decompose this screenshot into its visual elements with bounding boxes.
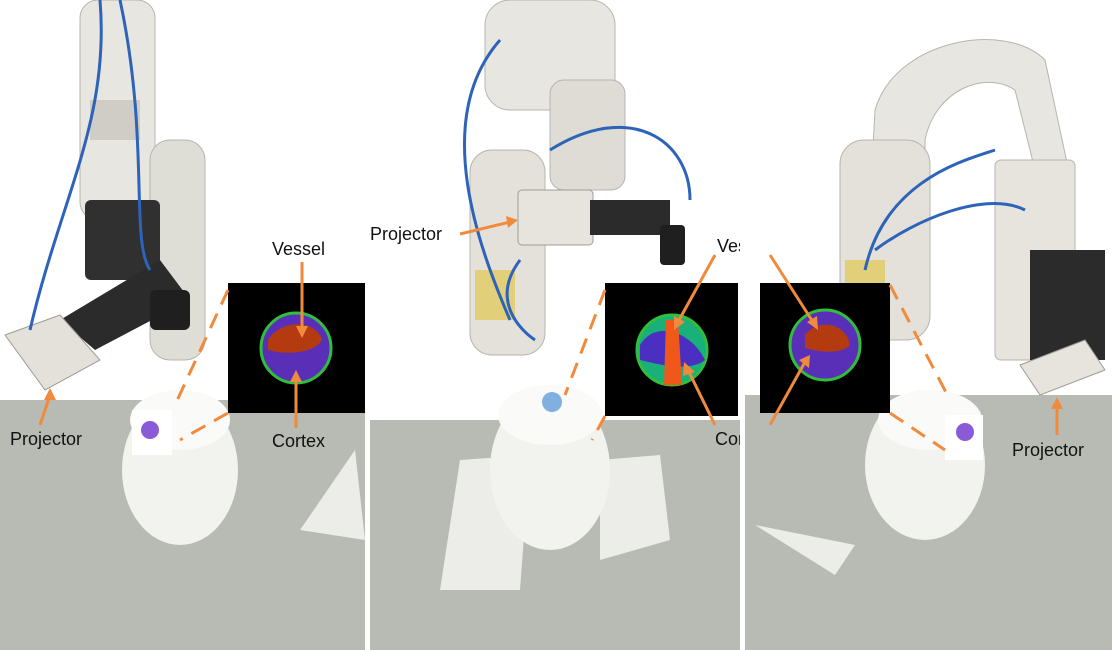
robot-scene-left — [0, 0, 365, 650]
projector-device — [517, 189, 594, 246]
projected-overlay-spot — [542, 392, 562, 412]
vessel-leader-line — [676, 254, 717, 323]
dashed-guide-line — [173, 289, 230, 406]
vessel-leader-line — [768, 254, 815, 323]
cortex-leader-line — [768, 361, 807, 426]
vessel-label: Vessel — [717, 236, 740, 256]
vessel-render — [805, 324, 850, 352]
cortex-leader-line — [686, 369, 717, 426]
arrowhead — [807, 316, 818, 330]
blue-cable — [863, 148, 996, 271]
cortex-label: Cortex — [272, 431, 326, 451]
photo-panel-right: Projector — [745, 0, 1112, 650]
head-top — [498, 385, 602, 445]
projected-light-patch — [600, 455, 670, 560]
arrowhead — [290, 370, 302, 382]
blue-cable-2 — [118, 0, 152, 271]
projector-label: Projector — [370, 224, 443, 244]
robot-scene-middle — [370, 0, 740, 650]
projector-device — [4, 314, 101, 391]
blue-cable-3 — [505, 259, 536, 342]
arrowhead — [683, 362, 695, 376]
blue-cable — [28, 0, 103, 331]
arrowhead — [799, 355, 810, 368]
dashed-guide-line — [590, 415, 607, 441]
projector-label: Projector — [1012, 440, 1085, 460]
vessel-render — [268, 324, 322, 353]
dashed-guide-line — [179, 411, 229, 442]
camera-lens — [150, 290, 190, 330]
arrowhead — [44, 388, 56, 400]
projected-overlay-spot — [141, 421, 159, 439]
camera-lens — [660, 225, 685, 265]
dashed-guide-line — [888, 284, 952, 401]
robot-base — [469, 149, 546, 356]
camera-bracket — [1030, 250, 1105, 360]
projected-light-patch — [755, 525, 855, 575]
dashed-guide-line — [889, 411, 946, 452]
gripper-bracket — [60, 260, 190, 350]
vessel-label: Vessel — [272, 239, 326, 259]
photo-panel-left: Projector Vessel Cortex — [0, 0, 365, 650]
arrowhead — [674, 316, 685, 330]
projector-leader-line — [459, 220, 511, 236]
blue-cable-2 — [549, 125, 692, 201]
projected-light-patch — [300, 450, 365, 540]
robot-scene-right — [745, 39, 1112, 650]
robot-label-plate — [90, 100, 140, 140]
projector-label: Projector — [10, 429, 83, 449]
robot-forearm — [549, 79, 626, 191]
photo-panel-middle: Projector Vessel Cortex — [370, 0, 740, 650]
vessel-render — [664, 320, 682, 385]
dashed-guide-line — [563, 289, 607, 396]
projected-overlay-spot — [956, 423, 974, 441]
arrowhead — [506, 216, 518, 228]
camera-bracket — [590, 200, 670, 235]
arrowhead — [296, 326, 308, 338]
cortex-label: Cortex — [715, 429, 740, 449]
blue-cable — [463, 39, 512, 321]
projector-device — [1019, 339, 1106, 396]
arrowhead — [1051, 397, 1063, 409]
blue-cable-2 — [874, 202, 1026, 252]
